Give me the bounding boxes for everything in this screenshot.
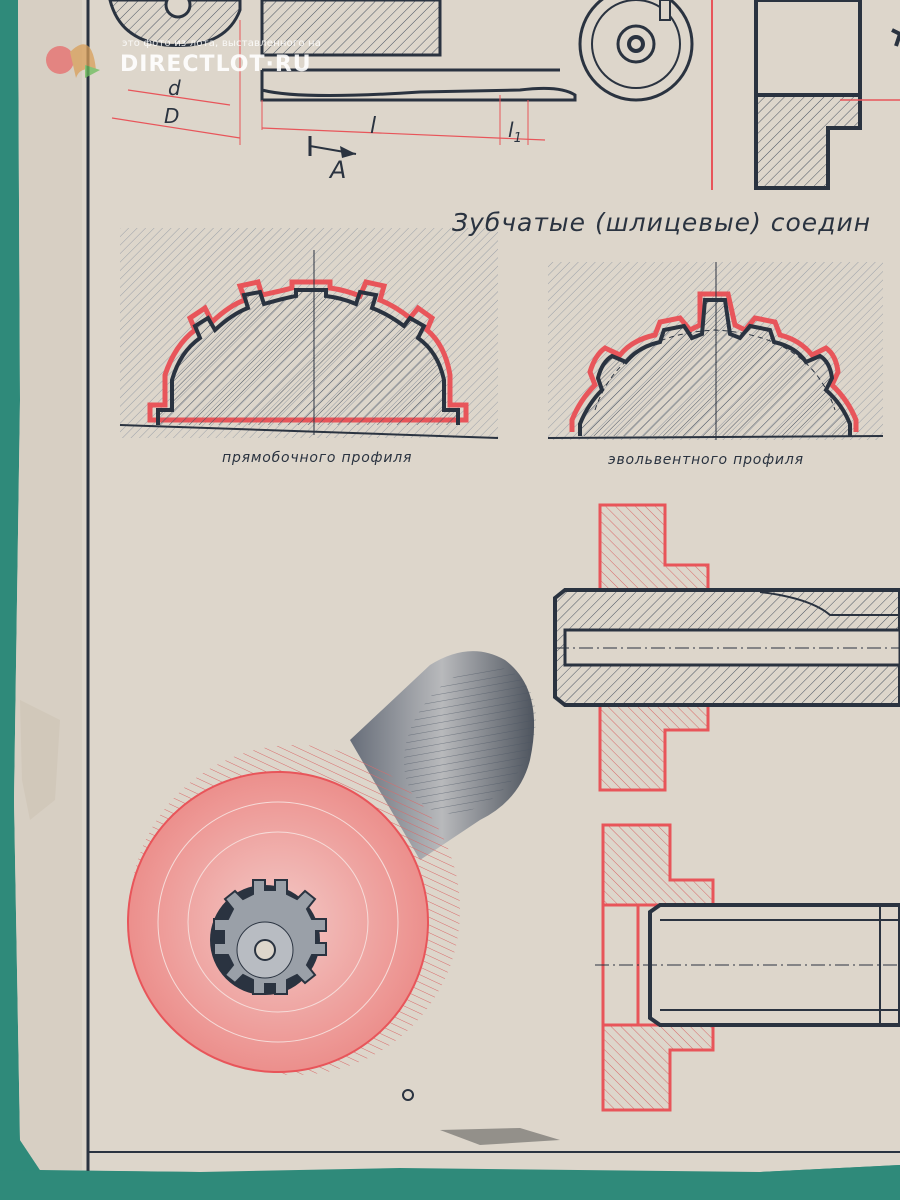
watermark-caption: это фото из лота, выставленного на [122,38,322,49]
watermark-logo [46,44,100,78]
dim-label-l1-main: l [508,118,514,142]
dim-label-l1: l1 [508,118,522,146]
caption-involute-profile: эвольвентного профиля [608,452,804,468]
spline-end [210,879,327,995]
section-label-A: A [330,156,347,184]
dim-label-D: D [164,104,180,128]
section-title: Зубчатые (шлицевые) соедин [452,208,872,237]
watermark-brand: DIRECTLOT·RU [120,52,312,77]
dim-label-d: d [168,76,181,100]
dim-label-l: l [370,114,377,139]
dim-label-l1-sub: 1 [513,131,522,146]
caption-straight-profile: прямобочного профиля [222,450,413,466]
